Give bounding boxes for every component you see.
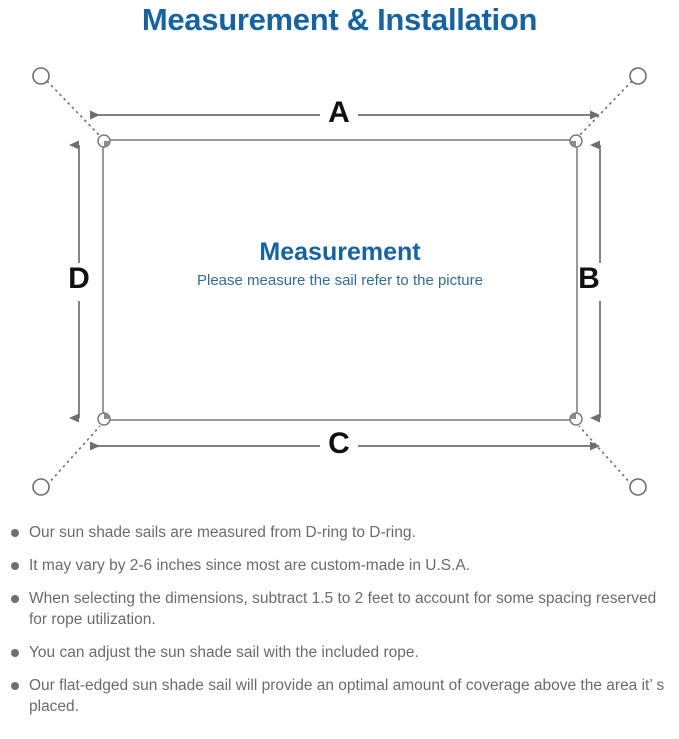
anchor-ring-bottom-left — [32, 478, 50, 496]
note-item: Our sun shade sails are measured from D-… — [0, 522, 679, 543]
d-ring-tab-bottom-right — [570, 413, 576, 419]
note-item: You can adjust the sun shade sail with t… — [0, 642, 679, 663]
bullet-icon — [11, 649, 19, 657]
note-text: It may vary by 2-6 inches since most are… — [29, 557, 471, 574]
note-text: Our sun shade sails are measured from D-… — [29, 524, 416, 541]
bullet-icon — [11, 529, 19, 537]
anchor-ring-bottom-right — [629, 478, 647, 496]
bullet-icon — [11, 562, 19, 570]
rope-top-right — [578, 80, 633, 137]
bullet-icon — [11, 682, 19, 690]
dimension-label-d: D — [68, 262, 90, 295]
note-item: Our flat-edged sun shade sail will provi… — [0, 675, 679, 717]
bullet-icon — [11, 595, 19, 603]
note-item: When selecting the dimensions, subtract … — [0, 588, 679, 630]
note-item: It may vary by 2-6 inches since most are… — [0, 555, 679, 576]
d-ring-tab-top-right — [570, 141, 576, 147]
rope-top-left — [46, 80, 101, 137]
note-text: You can adjust the sun shade sail with t… — [29, 644, 419, 661]
dimension-label-a: A — [328, 96, 350, 129]
page-title: Measurement & Installation — [141, 2, 538, 37]
rope-lines — [46, 80, 633, 486]
d-ring-tab-bottom-left — [104, 413, 110, 419]
rope-bottom-left — [46, 425, 101, 486]
d-ring-tab-top-left — [104, 141, 110, 147]
dimension-label-b: B — [578, 262, 600, 295]
anchor-rings — [32, 67, 647, 496]
note-text: Our flat-edged sun shade sail will provi… — [29, 677, 665, 715]
dimension-arrows — [69, 110, 601, 451]
anchor-ring-top-left — [32, 67, 50, 85]
d-ring-tabs — [104, 141, 576, 419]
notes-list: Our sun shade sails are measured from D-… — [0, 522, 679, 729]
rope-bottom-right — [578, 425, 633, 486]
note-text: When selecting the dimensions, subtract … — [29, 590, 657, 628]
sail-body — [102, 139, 578, 421]
shade-sail-diagram — [0, 48, 679, 518]
anchor-ring-top-right — [629, 67, 647, 85]
dimension-label-c: C — [328, 427, 350, 460]
diagram-svg — [32, 67, 647, 496]
